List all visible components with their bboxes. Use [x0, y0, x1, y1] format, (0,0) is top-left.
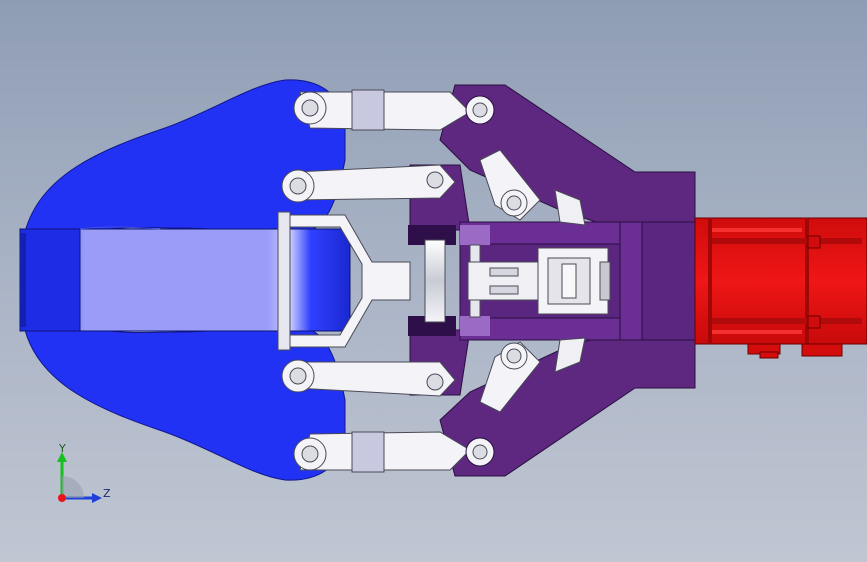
x-axis-dot	[58, 494, 66, 502]
upper-rear-link[interactable]	[479, 149, 586, 226]
y-axis-label: Y	[58, 442, 66, 455]
y-linkage[interactable]	[277, 211, 411, 351]
lower-inner-link[interactable]	[281, 359, 456, 397]
coordinate-triad: Y Z	[57, 442, 111, 503]
lower-outer-link[interactable]	[293, 431, 471, 473]
red-motor[interactable]	[694, 217, 867, 359]
slider-carriage[interactable]	[424, 239, 611, 323]
upper-inner-link[interactable]	[281, 164, 456, 203]
z-axis-label: Z	[103, 487, 111, 500]
housing-pivot-lower	[465, 437, 495, 467]
finger-bar[interactable]	[19, 226, 351, 332]
blue-jaw-shell[interactable]	[24, 79, 346, 481]
upper-outer-link[interactable]	[293, 89, 471, 131]
housing-pivot-upper	[465, 95, 495, 125]
lower-rear-link[interactable]	[479, 337, 586, 413]
